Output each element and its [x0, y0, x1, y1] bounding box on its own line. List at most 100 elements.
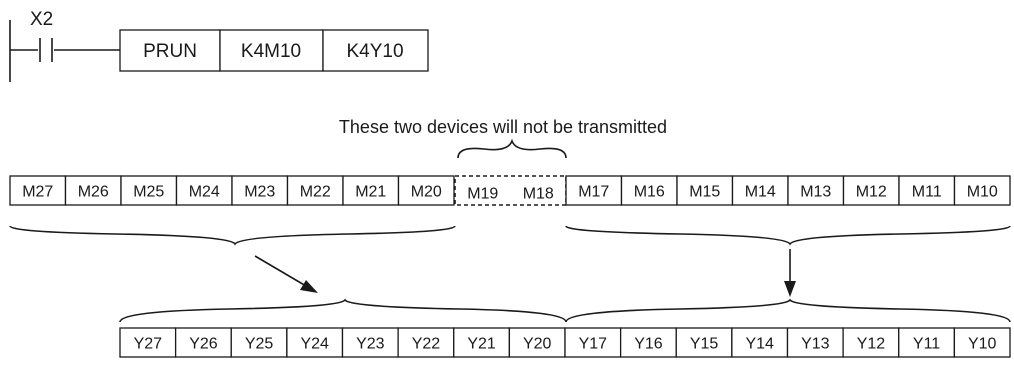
cell-label: M21	[355, 184, 386, 201]
cell-border	[397, 175, 455, 206]
cell-label: Y25	[245, 336, 274, 353]
m-device-cell: M25	[120, 175, 178, 206]
cell-label: M24	[189, 184, 220, 201]
cell-border	[731, 175, 789, 206]
m20-m27-brace	[9, 225, 456, 246]
source-operand-label: K4M10	[241, 41, 301, 62]
m-device-cell: M22	[286, 175, 344, 206]
y10-y17-brace	[565, 298, 1011, 323]
y-device-cell: Y12	[842, 327, 900, 358]
instruction-label: PRUN	[143, 41, 197, 62]
cell-label: Y24	[300, 336, 329, 353]
skipped-brace	[457, 138, 567, 159]
y-device-cell: Y20	[508, 327, 566, 358]
cell-label: Y22	[412, 336, 441, 353]
cell-label: Y13	[801, 336, 830, 353]
cell-label: Y26	[189, 336, 218, 353]
y-device-cell: Y27	[119, 327, 177, 358]
y-device-cell: Y15	[675, 327, 733, 358]
cell-label: M26	[78, 184, 109, 201]
skipped-devices-box	[454, 175, 567, 206]
y-device-cell: Y11	[898, 327, 956, 358]
cell-border	[286, 327, 344, 358]
cell-border	[230, 327, 288, 358]
cell-label: Y10	[968, 336, 997, 353]
cell-label: M12	[856, 184, 887, 201]
cell-label: M18	[523, 186, 554, 203]
instruction-box	[119, 29, 221, 72]
skipped-device-cell: M18	[523, 186, 554, 203]
cell-label: Y11	[913, 336, 940, 353]
cell-border	[64, 175, 122, 206]
not-transmitted-note: These two devices will not be transmitte…	[339, 117, 667, 137]
y-device-cell: Y17	[564, 327, 622, 358]
cell-label: Y14	[745, 336, 774, 353]
arrow-head	[784, 281, 796, 297]
cell-label: Y21	[467, 336, 496, 353]
cell-border	[953, 327, 1011, 358]
arrow-head	[300, 280, 318, 293]
cell-label: M19	[467, 186, 498, 203]
y-device-cell: Y13	[786, 327, 844, 358]
cell-border	[397, 327, 455, 358]
m-device-cell: M24	[175, 175, 233, 206]
y-device-cell: Y16	[619, 327, 677, 358]
m-device-cell: M27	[9, 175, 67, 206]
y-device-cell: Y14	[731, 327, 789, 358]
cell-border	[453, 327, 511, 358]
ladder-rung: X2 PRUN K4M10 K4Y10	[9, 9, 429, 82]
y-device-cell: Y21	[453, 327, 511, 358]
cell-border	[565, 175, 623, 206]
arrow-shaft	[254, 255, 307, 287]
cell-label: M23	[244, 184, 275, 201]
m-device-cell: M14	[731, 175, 789, 206]
cell-label: M25	[133, 184, 164, 201]
cell-border	[842, 175, 900, 206]
y-device-cell: Y23	[341, 327, 399, 358]
cell-label: M17	[578, 184, 609, 201]
cell-label: Y16	[634, 336, 663, 353]
cell-label: M13	[800, 184, 831, 201]
m-device-cell: M20	[397, 175, 455, 206]
cell-border	[898, 175, 956, 206]
cell-label: Y23	[356, 336, 385, 353]
m-device-cell: M11	[898, 175, 956, 206]
cell-label: M27	[22, 184, 53, 201]
cell-label: Y12	[857, 336, 886, 353]
cell-border	[675, 327, 733, 358]
m-device-cell: M12	[842, 175, 900, 206]
cell-border	[174, 327, 232, 358]
cell-border	[898, 327, 956, 358]
skipped-device-cell: M19	[467, 186, 498, 203]
transfer-arrow-upper	[254, 255, 318, 293]
y-device-row: Y27 Y26 Y25 Y24 Y23 Y22 Y21 Y20 Y17 Y16 Y15 Y14 Y13 Y…	[119, 327, 1011, 358]
contact-label: X2	[30, 9, 53, 30]
cell-border	[842, 327, 900, 358]
cell-border	[953, 175, 1011, 206]
cell-border	[620, 175, 678, 206]
cell-border	[508, 327, 566, 358]
cell-label: M20	[411, 184, 442, 201]
cell-border	[286, 175, 344, 206]
destination-operand-label: K4Y10	[346, 41, 403, 62]
destination-operand-box	[322, 29, 429, 72]
y-device-cell: Y10	[953, 327, 1011, 358]
cell-border	[787, 175, 845, 206]
m-device-cell: M26	[64, 175, 122, 206]
y20-y27-brace	[119, 298, 567, 323]
cell-border	[175, 175, 233, 206]
cell-label: M10	[967, 184, 998, 201]
m-device-cell: M13	[787, 175, 845, 206]
cell-label: M11	[912, 184, 942, 201]
source-operand-box	[219, 29, 324, 72]
cell-label: M22	[300, 184, 331, 201]
y-device-cell: Y26	[174, 327, 232, 358]
y-device-cell: Y24	[286, 327, 344, 358]
m-device-cell: M17	[565, 175, 623, 206]
m-device-cell: M16	[620, 175, 678, 206]
cell-label: Y17	[579, 336, 608, 353]
cell-label: Y27	[134, 336, 163, 353]
cell-label: Y15	[690, 336, 719, 353]
